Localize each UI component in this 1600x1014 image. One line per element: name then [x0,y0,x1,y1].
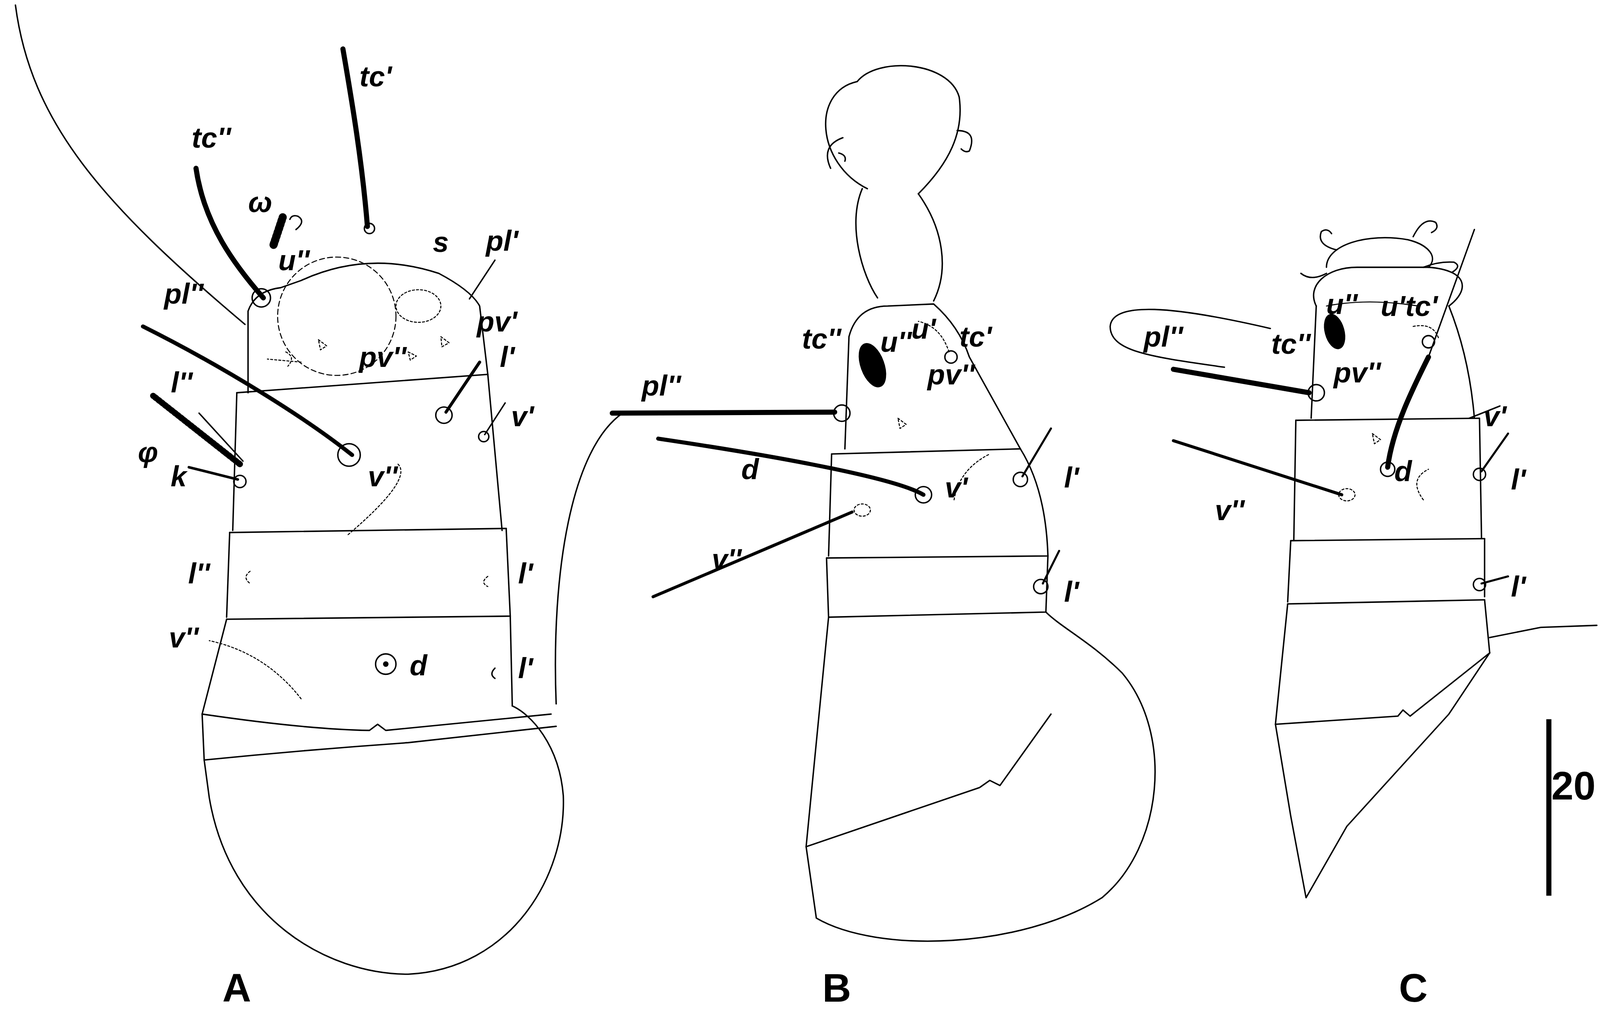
seta-label: d [1392,456,1414,487]
seta-label: pl'' [162,278,205,309]
seta-label: s [431,226,451,258]
seta-label: φ [136,437,160,468]
panel-letter: A [220,967,253,1009]
seta-label: l' [516,558,535,589]
seta-label: pl'' [1142,321,1185,352]
scale-value: 20 [1549,764,1598,807]
seta-label: tc' [357,61,394,92]
seta-label: u'' [878,326,914,358]
seta-label: tc' [957,321,994,352]
seta-label: pl' [484,225,520,256]
seta-label: l' [516,653,535,684]
seta-label: l'' [186,558,212,589]
seta-label: u'' [276,245,311,276]
seta-label: pv'' [1332,357,1383,388]
seta-label: v' [1481,401,1508,432]
seta-label: l'' [169,367,194,398]
seta-label: k [169,461,189,492]
panel-letter: C [1397,967,1430,1009]
seta-label: d [739,454,761,485]
seta-label: v'' [167,622,200,653]
panel-letter: B [820,967,853,1009]
seta-label: l' [1509,464,1528,495]
seta-label: pv'' [925,359,976,390]
seta-label: v'' [710,544,743,575]
seta-label: pl'' [640,370,683,401]
seta-label: u' [909,313,938,344]
seta-label: d [407,650,429,681]
seta-label: tc'' [800,323,843,354]
seta-label: v' [943,472,970,503]
seta-label: pv' [475,306,519,337]
seta-label: l' [1509,571,1528,602]
seta-label: pv'' [357,341,408,373]
seta-label: v'' [1213,495,1246,526]
seta-label: l' [1062,576,1081,607]
seta-label: ω [246,187,274,218]
seta-label: tc'' [190,122,233,153]
seta-label: u'' [1324,288,1359,320]
seta-label: v' [509,401,536,432]
seta-label: l' [498,341,517,373]
seta-label: tc' [1403,290,1440,322]
seta-label: u' [1379,290,1407,322]
seta-label: tc'' [1269,328,1312,360]
seta-label: l' [1062,462,1081,493]
seta-label: v'' [366,461,399,492]
